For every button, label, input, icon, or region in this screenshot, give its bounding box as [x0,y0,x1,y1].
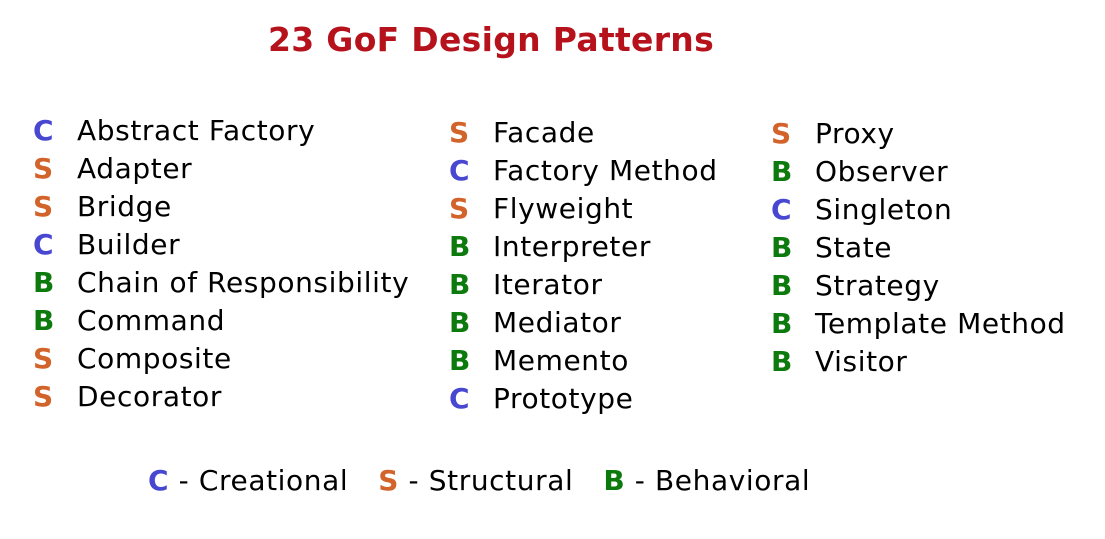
pattern-item: S Proxy [771,115,1066,153]
pattern-item: C Factory Method [449,152,718,190]
pattern-name: Template Method [815,307,1066,340]
pattern-name: Factory Method [493,154,718,187]
pattern-item: B Iterator [449,266,718,304]
pattern-item: S Adapter [33,150,409,188]
pattern-name: Memento [493,344,629,377]
pattern-item: B Observer [771,153,1066,191]
pattern-name: Command [77,304,226,337]
category-letter: B [33,304,55,337]
category-letter: B [771,269,793,302]
legend-letter: B [603,464,626,497]
legend-letter: C [148,464,170,497]
legend-label: - Structural [399,464,574,497]
category-letter: C [449,382,471,415]
category-letter: S [33,190,54,223]
pattern-item: C Prototype [449,380,718,418]
category-letter: C [33,114,55,147]
pattern-item: B State [771,229,1066,267]
pattern-name: Builder [77,228,181,261]
pattern-name: Abstract Factory [77,114,316,147]
pattern-name: Prototype [493,382,634,415]
page-title: 23 GoF Design Patterns [268,20,715,59]
pattern-name: Singleton [815,193,953,226]
pattern-item: B Visitor [771,343,1066,381]
category-letter: B [771,307,793,340]
category-letter: S [449,116,470,149]
legend-entry: S - Structural [378,464,573,497]
pattern-item: S Flyweight [449,190,718,228]
pattern-name: Observer [815,155,949,188]
pattern-item: B Interpreter [449,228,718,266]
pattern-name: Flyweight [493,192,634,225]
pattern-name: Iterator [493,268,603,301]
pattern-item: B Mediator [449,304,718,342]
category-letter: B [771,231,793,264]
category-letter: C [449,154,471,187]
legend-entry: C - Creational [148,464,348,497]
pattern-item: C Singleton [771,191,1066,229]
legend-letter: S [378,464,400,497]
pattern-item: B Strategy [771,267,1066,305]
category-letter: C [33,228,55,261]
pattern-name: Bridge [77,190,172,223]
pattern-name: Adapter [77,152,193,185]
pattern-name: Facade [493,116,595,149]
legend-entry: B - Behavioral [603,464,810,497]
pattern-item: S Bridge [33,188,409,226]
category-letter: B [771,155,793,188]
pattern-item: B Memento [449,342,718,380]
category-letter: S [449,192,470,225]
category-letter: B [449,230,471,263]
pattern-item: S Composite [33,340,409,378]
legend-label: - Behavioral [625,464,811,497]
category-letter: B [771,345,793,378]
pattern-name: State [815,231,893,264]
pattern-name: Interpreter [493,230,651,263]
category-letter: B [449,306,471,339]
category-letter: B [449,344,471,377]
pattern-item: B Template Method [771,305,1066,343]
pattern-name: Composite [77,342,232,375]
pattern-name: Mediator [493,306,622,339]
pattern-name: Decorator [77,380,223,413]
category-legend: C - Creational S - Structural B - Behavior… [148,464,840,497]
category-letter: S [33,342,54,375]
category-letter: C [771,193,793,226]
category-letter: B [449,268,471,301]
pattern-item: S Facade [449,114,718,152]
pattern-item: C Builder [33,226,409,264]
category-letter: S [33,152,54,185]
pattern-item: B Command [33,302,409,340]
category-letter: S [771,117,792,150]
legend-label: - Creational [169,464,349,497]
pattern-name: Chain of Responsibility [77,266,410,299]
pattern-item: B Chain of Responsibility [33,264,409,302]
category-letter: B [33,266,55,299]
category-letter: S [33,380,54,413]
pattern-name: Visitor [815,345,908,378]
pattern-name: Proxy [815,117,895,150]
pattern-item: S Decorator [33,378,409,416]
pattern-item: C Abstract Factory [33,112,409,150]
pattern-name: Strategy [815,269,940,302]
